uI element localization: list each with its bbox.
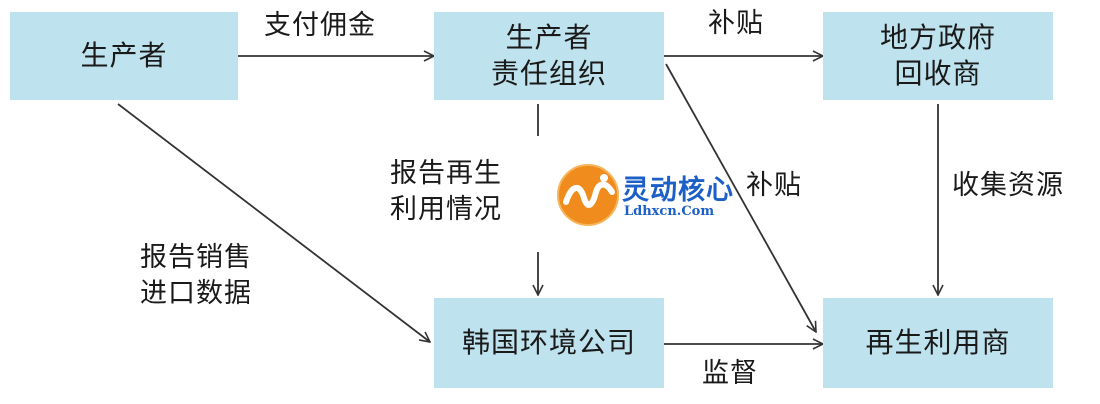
node-pro: 生产者 责任组织 [434,12,664,100]
edge-label-report-sales: 报告销售 进口数据 [140,242,252,309]
edge-label-report-recycling: 报告再生 利用情况 [390,158,502,225]
edge-label-supervise: 监督 [702,358,758,389]
node-pro-label-line1: 生产者 [505,21,593,54]
arrow-report-sales [117,103,430,342]
node-korea-environment-corp-label: 韩国环境公司 [461,326,636,359]
edge-label-subsidy-mid: 补贴 [746,170,802,201]
node-korea-environment-corp: 韩国环境公司 [434,298,664,388]
node-recycler-label: 再生利用商 [865,326,1011,359]
node-producer-label: 生产者 [80,39,168,72]
edge-label-collect-resources: 收集资源 [952,170,1064,201]
node-local-government-label-line2: 回收商 [894,57,982,90]
node-pro-label-line2: 责任组织 [490,57,607,90]
watermark-text-en: Ldhxcn.Com [624,204,715,219]
node-producer: 生产者 [10,12,238,100]
edge-label-subsidy-top: 补贴 [708,8,764,39]
node-recycler: 再生利用商 [823,298,1053,388]
arrow-subsidy-to-recycler [665,63,816,332]
edge-label-pay-commission: 支付佣金 [264,10,376,41]
watermark-logo: 灵动核心 Ldhxcn.Com [556,162,736,232]
node-local-government: 地方政府 回收商 [823,12,1053,100]
watermark-mark-icon [557,164,619,226]
node-local-government-label-line1: 地方政府 [879,21,996,54]
watermark-text-cn: 灵动核心 [622,175,734,206]
